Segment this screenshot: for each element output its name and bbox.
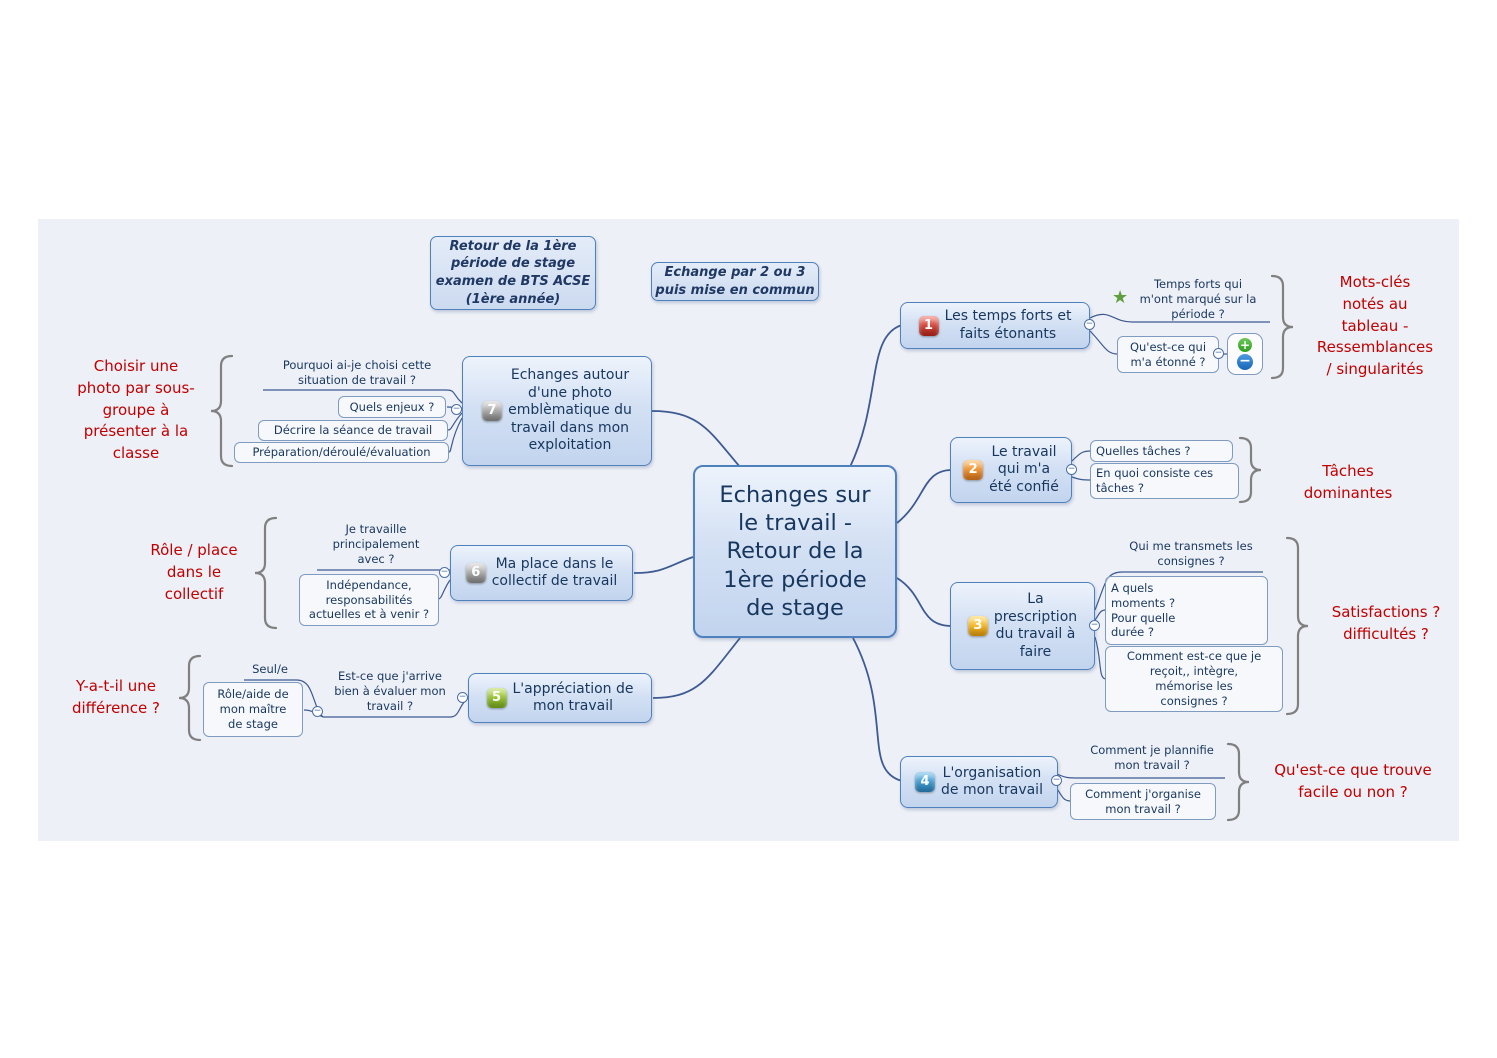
topic-label: Echanges autour d'une photo emblèmatique… (508, 367, 632, 454)
topic-place-collectif[interactable]: 6 Ma place dans le collectif de travail (450, 545, 633, 601)
collapse-toggle[interactable]: − (439, 567, 450, 578)
priority-3-icon: 3 (967, 616, 988, 636)
topic-label: L'appréciation de mon travail (512, 680, 634, 715)
marker-group: + − (1227, 333, 1263, 375)
child-node-role-maitre[interactable]: Rôle/aide de mon maître de stage (203, 682, 303, 737)
annotation-satisfactions[interactable]: Satisfactions ? difficultés ? (1331, 603, 1441, 643)
note-retour-stage[interactable]: Retour de la 1ère période de stage exame… (430, 236, 596, 310)
collapse-toggle[interactable]: − (312, 706, 323, 717)
child-node-qui-transmet[interactable]: Qui me transmets les consignes ? (1129, 539, 1253, 568)
child-node-temps-forts-marque[interactable]: Temps forts qui m'ont marqué sur la péri… (1139, 277, 1257, 321)
collapse-toggle[interactable]: − (1051, 775, 1062, 786)
annotation-mots-cles[interactable]: Mots-clés notés au tableau - Ressemblanc… (1316, 273, 1434, 378)
collapse-toggle[interactable]: − (457, 692, 468, 703)
central-topic-label: Echanges sur le travail - Retour de la 1… (719, 481, 871, 622)
priority-2-icon: 2 (963, 460, 984, 480)
child-node-decrire-seance[interactable]: Décrire la séance de travail (258, 420, 448, 441)
minus-icon: − (1237, 354, 1253, 370)
priority-7-icon: 7 (482, 401, 503, 421)
topic-label: L'organisation de mon travail (941, 764, 1043, 799)
priority-5-icon: 5 (486, 688, 507, 708)
child-node-independance[interactable]: Indépendance, responsabilités actuelles … (299, 574, 439, 626)
child-node-organise[interactable]: Comment j'organise mon travail ? (1070, 783, 1216, 820)
topic-label: Ma place dans le collectif de travail (491, 555, 618, 590)
collapse-toggle[interactable]: − (1213, 348, 1224, 359)
topic-appreciation[interactable]: 5 L'appréciation de mon travail (468, 673, 652, 723)
topic-label: Le travail qui m'a été confié (989, 443, 1059, 495)
collapse-toggle[interactable]: − (1066, 464, 1077, 475)
plus-icon: + (1238, 338, 1252, 352)
topic-prescription[interactable]: 3 La prescription du travail à faire (950, 582, 1095, 670)
child-node-pourquoi-photo[interactable]: Pourquoi ai-je choisi cette situation de… (282, 358, 432, 387)
child-node-preparation[interactable]: Préparation/déroulé/évaluation (234, 442, 449, 463)
topic-photo[interactable]: 7 Echanges autour d'une photo emblèmatiq… (462, 356, 652, 466)
child-node-quels-moments[interactable]: A quels moments ? Pour quelle durée ? (1105, 576, 1268, 645)
priority-4-icon: 4 (915, 772, 936, 792)
child-node-comment-recois[interactable]: Comment est-ce que je reçoit,, intègre, … (1105, 646, 1283, 712)
annotation-difference[interactable]: Y-a-t-il une différence ? (71, 677, 161, 717)
topic-organisation[interactable]: 4 L'organisation de mon travail (900, 756, 1058, 808)
annotation-choisir-photo[interactable]: Choisir une photo par sous- groupe à pré… (77, 357, 195, 462)
child-node-evaluer[interactable]: Est-ce que j'arrive bien à évaluer mon t… (334, 669, 446, 713)
child-node-seul[interactable]: Seul/e (252, 662, 288, 676)
topic-temps-forts[interactable]: 1 Les temps forts et faits étonants (900, 302, 1090, 349)
child-node-quelles-taches[interactable]: Quelles tâches ? (1090, 440, 1233, 462)
topic-label: La prescription du travail à faire (993, 591, 1078, 660)
priority-6-icon: 6 (465, 563, 486, 583)
note-echange-par-2[interactable]: Echange par 2 ou 3 puis mise en commun (651, 262, 819, 301)
collapse-toggle[interactable]: − (1089, 620, 1100, 631)
central-topic[interactable]: Echanges sur le travail - Retour de la 1… (693, 465, 897, 638)
annotation-role-place[interactable]: Rôle / place dans le collectif (150, 541, 238, 603)
annotation-facile-ou-non[interactable]: Qu'est-ce que trouve facile ou non ? (1274, 761, 1432, 801)
star-icon: ★ (1112, 287, 1129, 308)
priority-1-icon: 1 (918, 315, 939, 336)
collapse-toggle[interactable]: − (1084, 319, 1095, 330)
child-node-en-quoi-consiste[interactable]: En quoi consiste ces tâches ? (1090, 463, 1239, 499)
annotation-taches-dominantes[interactable]: Tâches dominantes (1303, 462, 1393, 502)
child-node-travaille-avec[interactable]: Je travaille principalement avec ? (332, 522, 420, 566)
collapse-toggle[interactable]: − (451, 404, 462, 415)
child-node-planifie[interactable]: Comment je plannifie mon travail ? (1090, 743, 1214, 772)
topic-travail-confie[interactable]: 2 Le travail qui m'a été confié (950, 437, 1072, 503)
child-node-etonne[interactable]: Qu'est-ce qui m'a étonné ? (1117, 336, 1219, 373)
topic-label: Les temps forts et faits étonants (944, 308, 1072, 342)
child-node-enjeux[interactable]: Quels enjeux ? (338, 396, 446, 418)
